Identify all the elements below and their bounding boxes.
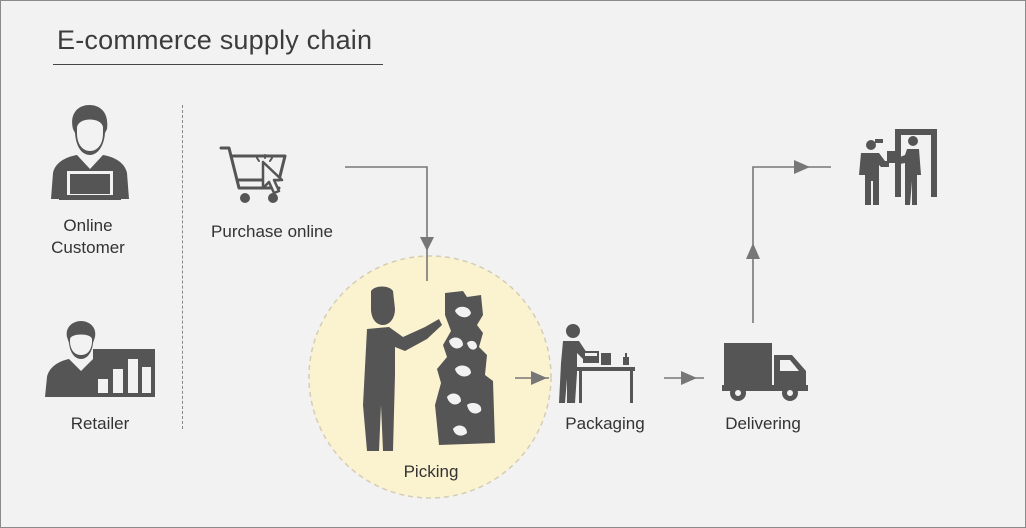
person-laptop-icon — [51, 105, 129, 200]
worker-packing-table-icon — [559, 324, 635, 403]
delivering-to-receive-connector — [752, 166, 831, 323]
delivering-label: Delivering — [725, 414, 801, 433]
arrowhead-right-1 — [531, 371, 547, 385]
title-underline — [53, 64, 383, 65]
packaging-label: Packaging — [565, 414, 645, 433]
purchase-online-label: Purchase online — [211, 222, 333, 241]
courier-handover-door-icon — [859, 129, 937, 205]
arrowhead-right-2 — [681, 371, 697, 385]
picking-label: Picking — [403, 462, 459, 481]
actors-divider — [182, 105, 183, 429]
online-customer-label: Online Customer — [51, 216, 125, 257]
arrowhead-up — [746, 243, 760, 259]
person-bar-chart-icon — [45, 321, 155, 397]
arrowhead-right-3 — [794, 160, 810, 174]
worker-picking-shelf-icon — [363, 286, 495, 451]
arrowhead-down — [420, 237, 434, 251]
shopping-cart-cursor-icon — [219, 146, 287, 203]
delivery-truck-icon — [722, 343, 808, 401]
retailer-label: Retailer — [70, 414, 130, 433]
diagram-title: E-commerce supply chain — [57, 25, 373, 55]
